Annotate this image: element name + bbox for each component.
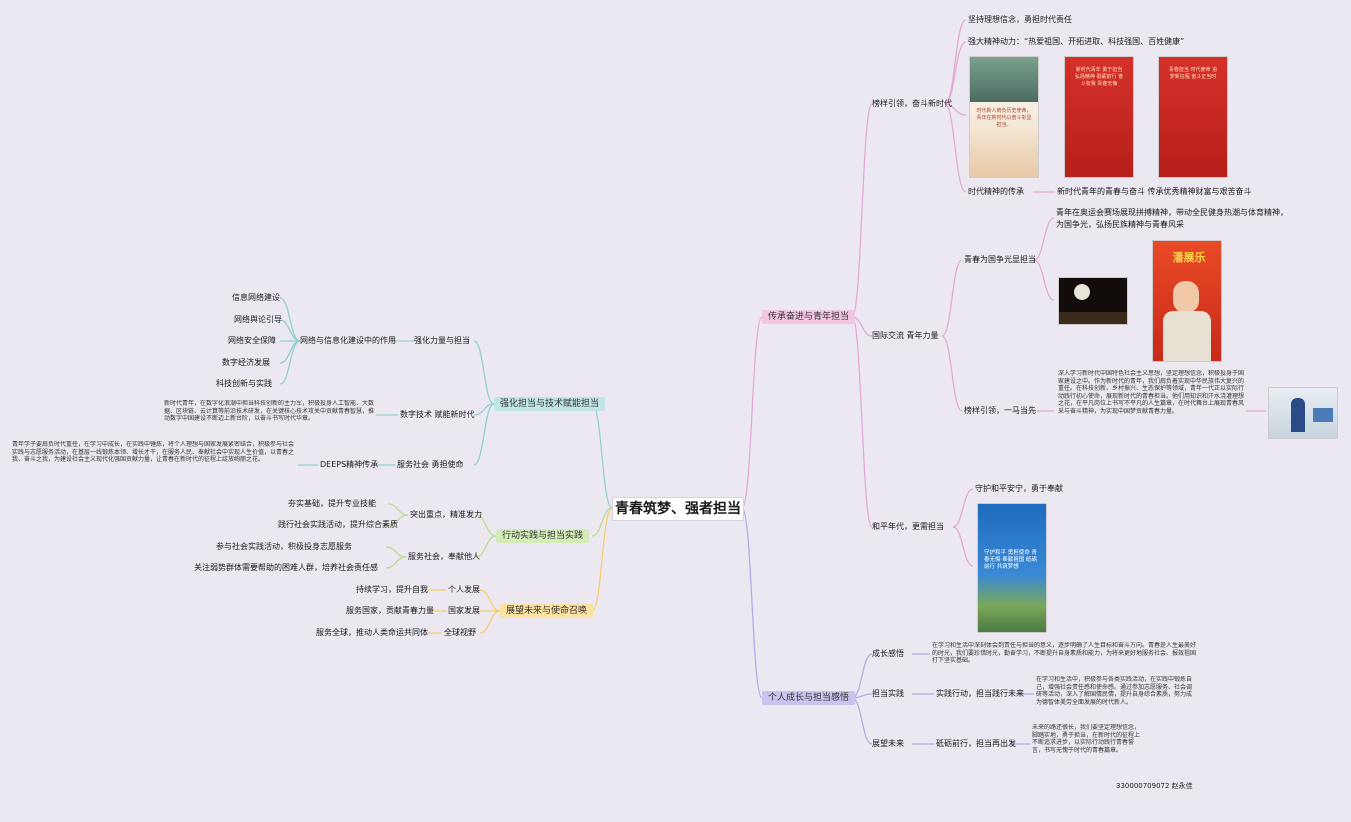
leaf-service-2[interactable]: 关注弱势群体需要帮助的困难人群，培养社会责任感 (194, 563, 378, 572)
growth-future-text[interactable]: 未来的路还很长，我们要坚定理想信念，脚踏实地，勇于担当，在新时代的征程上不断追求… (1032, 724, 1141, 754)
growth-practice-text[interactable]: 在学习和生活中，积极参与各类实践活动，在实践中锻炼自己，增强社会责任感和使命感。… (1036, 676, 1193, 706)
topic-role-model[interactable]: 榜样引领，奋斗新时代 (872, 99, 952, 108)
leaf-peace-line[interactable]: 守护和平安宁，勇于奉献 (975, 484, 1063, 493)
poster-image-1: 时代新人肩负历史使命，青年在新时代以奋斗彰显担当。 (969, 56, 1039, 178)
growth-insight-text[interactable]: 在学习和生活中深刻体会到责任与担当的意义，逐步明确了人生目标和奋斗方向。青春是人… (932, 642, 1197, 664)
athlete-poster-image: 潘展乐 (1152, 240, 1222, 362)
leaf-ideals[interactable]: 坚持理想信念，勇担时代责任 (968, 15, 1072, 24)
poster-text: 时代新人肩负历史使命，青年在新时代以奋斗彰显担当。 (976, 108, 1032, 128)
topic-service[interactable]: 服务社会，奉献他人 (408, 552, 480, 561)
night-stadium-image (1058, 277, 1128, 325)
mentor-paragraph[interactable]: 深入学习新时代中国特色社会主义思想，坚定理想信念，积极投身于国家建设之中。作为新… (1058, 370, 1244, 415)
leaf-national[interactable]: 服务国家，贡献青春力量 (346, 606, 434, 615)
leaf-spirit-power[interactable]: 强大精神动力：“热爱祖国、开拓进取、科技强国、百姓健康” (968, 37, 1185, 46)
topic-peace[interactable]: 和平年代，更需担当 (872, 522, 944, 531)
peace-poster-image: 守护和平 勇担使命 青春无悔 奉献祖国 砥砺前行 共筑梦想 (977, 503, 1047, 633)
topic-global[interactable]: 全球视野 (444, 628, 476, 637)
leaf-network-4[interactable]: 数字经济发展 (222, 358, 270, 367)
poster-text: 新时代青年 勇于担当 弘扬精神 砥砺前行 奋斗有我 青春无悔 (1074, 67, 1124, 87)
topic-personal[interactable]: 个人发展 (448, 585, 480, 594)
branch-action[interactable]: 行动实践与担当实践 (496, 529, 590, 543)
office-photo (1268, 387, 1338, 439)
topic-focus[interactable]: 突出重点，精准发力 (410, 510, 482, 519)
screen-figure (1313, 408, 1333, 422)
leaf-network-1[interactable]: 信息网络建设 (232, 293, 280, 302)
person-figure (1291, 398, 1305, 432)
leaf-network-3[interactable]: 网络安全保障 (228, 336, 276, 345)
topic-deeps[interactable]: DEEPS精神传承 (320, 460, 379, 469)
leaf-focus-2[interactable]: 践行社会实践活动，提升综合素质 (278, 520, 398, 529)
topic-serve-society[interactable]: 服务社会 勇担使命 (397, 460, 464, 469)
topic-digital[interactable]: 数字技术 赋能新时代 (400, 410, 475, 419)
leaf-service-1[interactable]: 参与社会实践活动，积极投身志愿服务 (216, 542, 352, 551)
growth-practice-sub[interactable]: 实践行动，担当践行未来 (936, 689, 1024, 698)
poster-header-photo (970, 57, 1038, 102)
leaf-global[interactable]: 服务全球，推动人类命运共同体 (316, 628, 428, 637)
topic-strength[interactable]: 强化力量与担当 (414, 336, 470, 345)
mindmap-root-topic[interactable]: 青春筑梦、强者担当 (612, 497, 744, 521)
poster-text: 青春担当 时代使命 追梦新征程 奋斗正当时 (1168, 67, 1218, 80)
topic-international[interactable]: 国际交流 青年力量 (872, 331, 939, 340)
deeps-paragraph[interactable]: 青年学子要肩负时代重任，在学习中成长，在实践中锤炼，将个人理想与国家发展紧密结合… (12, 441, 295, 463)
athlete-caption: 潘展乐 (1172, 251, 1206, 264)
topic-mentor[interactable]: 榜样引领，一马当先 (964, 406, 1036, 415)
leaf-network-2[interactable]: 网络舆论引导 (234, 315, 282, 324)
branch-inherit[interactable]: 传承奋进与青年担当 (762, 310, 856, 324)
ground (1059, 312, 1127, 324)
leaf-sports-text-1[interactable]: 青年在奥运会赛场展现拼搏精神，带动全民健身热潮与体育精神， (1056, 208, 1288, 217)
branch-outlook[interactable]: 展望未来与使命召唤 (500, 604, 594, 618)
leaf-spirit-text[interactable]: 新时代青年的青春与奋斗 传承优秀精神财富与艰苦奋斗 (1057, 187, 1252, 196)
leaf-personal[interactable]: 持续学习，提升自我 (356, 585, 428, 594)
poster-text: 守护和平 勇担使命 青春无悔 奉献祖国 砥砺前行 共筑梦想 (984, 550, 1037, 570)
digital-paragraph[interactable]: 新时代青年，在数字化浪潮中担当科技创新的主力军，积极投身人工智能、大数据、区块链… (164, 400, 374, 422)
athlete-head (1173, 281, 1199, 313)
branch-growth[interactable]: 个人成长与担当感悟 (762, 691, 856, 705)
topic-spirit-inheritance[interactable]: 时代精神的传承 (968, 187, 1024, 196)
topic-growth-insight[interactable]: 成长感悟 (872, 649, 904, 658)
topic-growth-practice[interactable]: 担当实践 (872, 689, 904, 698)
leaf-focus-1[interactable]: 夯实基础，提升专业技能 (288, 499, 376, 508)
poster-image-2: 新时代青年 勇于担当 弘扬精神 砥砺前行 奋斗有我 青春无悔 (1064, 56, 1134, 178)
topic-sports-glory[interactable]: 青春为国争光显担当 (964, 255, 1036, 264)
topic-growth-future[interactable]: 展望未来 (872, 739, 904, 748)
light-glow (1074, 284, 1090, 300)
topic-national[interactable]: 国家发展 (448, 606, 480, 615)
topic-network-role[interactable]: 网络与信息化建设中的作用 (300, 336, 396, 345)
leaf-network-5[interactable]: 科技创新与实践 (216, 379, 272, 388)
athlete-body (1163, 311, 1211, 361)
growth-future-sub[interactable]: 砥砺前行，担当再出发 (936, 739, 1016, 748)
leaf-sports-text-2[interactable]: 为国争光，弘扬民族精神与青春风采 (1056, 220, 1184, 229)
poster-image-3: 青春担当 时代使命 追梦新征程 奋斗正当时 (1158, 56, 1228, 178)
footer-author: 330000709072 赵永佳 (1116, 782, 1193, 790)
branch-internet[interactable]: 强化担当与技术赋能担当 (494, 397, 606, 411)
